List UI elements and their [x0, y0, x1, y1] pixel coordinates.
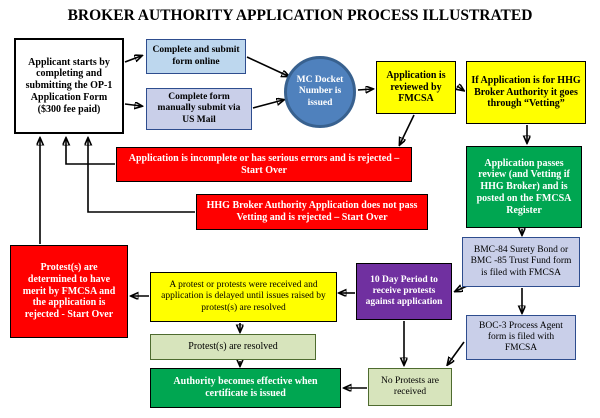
- node-fmcsa-review: Application is reviewed by FMCSA: [376, 61, 456, 114]
- arrow-review-to-rejected-errors: [400, 114, 415, 144]
- node-application-passes: Application passes review (and Vetting i…: [466, 146, 582, 228]
- arrow-mail-to-docket: [252, 100, 283, 109]
- node-protest-received: A protest or protests were received and …: [150, 272, 337, 322]
- page-title: BROKER AUTHORITY APPLICATION PROCESS ILL…: [67, 7, 533, 24]
- arrow-start-to-mail: [124, 104, 141, 106]
- node-hhg-vetting: If Application is for HHG Broker Authori…: [466, 61, 586, 124]
- node-submit-online: Complete and submit form online: [146, 39, 246, 74]
- node-protest-resolved: Protest(s) are resolved: [150, 334, 316, 360]
- node-submit-mail: Complete form manually submit via US Mai…: [146, 88, 252, 130]
- arrow-review-to-vetting: [457, 86, 463, 90]
- arrow-start-to-online: [124, 56, 141, 62]
- node-no-protests: No Protests are received: [368, 368, 452, 406]
- node-bmc-surety-bond: BMC-84 Surety Bond or BMC -85 Trust Fund…: [462, 237, 580, 287]
- node-boc3-process-agent: BOC-3 Process Agent form is filed with F…: [466, 315, 576, 360]
- node-authority-effective: Authority becomes effective when certifi…: [150, 368, 341, 408]
- node-protest-merit-rejected: Protest(s) are determined to have merit …: [10, 245, 128, 338]
- arrow-boc-to-no-protests: [448, 341, 465, 364]
- node-applicant-start: Applicant starts by completing and submi…: [14, 38, 124, 134]
- node-rejected-errors: Application is incomplete or has serious…: [116, 147, 412, 182]
- node-protest-period: 10 Day Period to receive protests agains…: [356, 263, 452, 320]
- node-rejected-vetting: HHG Broker Authority Application does no…: [196, 194, 428, 230]
- arrow-docket-to-review: [357, 89, 372, 90]
- node-mc-docket-number: MC Docket Number is issued: [284, 56, 356, 128]
- arrow-rejected-errors-to-start: [66, 139, 115, 165]
- arrow-online-to-docket: [246, 56, 288, 76]
